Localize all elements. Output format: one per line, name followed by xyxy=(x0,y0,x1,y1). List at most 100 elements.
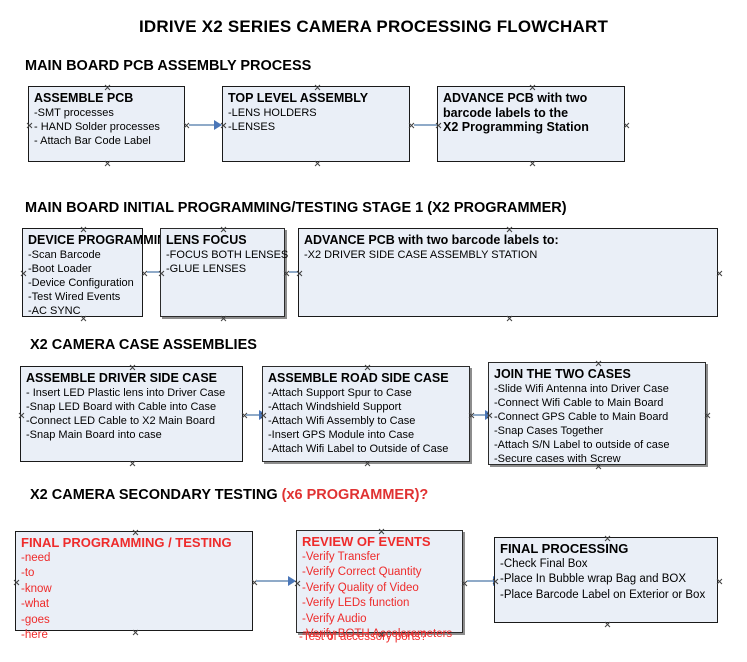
node-header: TOP LEVEL ASSEMBLY xyxy=(228,91,369,105)
node-line: -Check Final Box xyxy=(500,557,588,570)
resize-handle-bottom-icon[interactable] xyxy=(129,460,136,467)
resize-handle-bottom-icon[interactable] xyxy=(104,160,111,167)
node-line: -Device Configuration xyxy=(28,276,134,289)
node-assemble-road-side-case[interactable]: ASSEMBLE ROAD SIDE CASE -Attach Support … xyxy=(262,366,470,462)
node-line: -Slide Wifi Antenna into Driver Case xyxy=(494,382,669,395)
node-line: -Attach Wifi Label to Outside of Case xyxy=(268,442,449,455)
node-line: -Verify Audio xyxy=(302,612,367,625)
node-line: -to xyxy=(21,567,35,579)
node-line: -Attach Windshield Support xyxy=(268,400,402,413)
node-line: -know xyxy=(21,582,52,595)
section-heading-main-board-pcb-assembly-process: MAIN BOARD PCB ASSEMBLY PROCESS xyxy=(25,58,311,74)
node-line: -Connect LED Cable to X2 Main Board xyxy=(26,414,215,427)
section-heading-text: X2 CAMERA SECONDARY TESTING xyxy=(30,487,282,503)
section-heading-text: X2 CAMERA CASE ASSEMBLIES xyxy=(30,337,257,353)
node-assemble-driver-side-case[interactable]: ASSEMBLE DRIVER SIDE CASE - Insert LED P… xyxy=(20,366,243,462)
resize-handle-top-icon[interactable] xyxy=(220,226,227,233)
resize-handle-top-icon[interactable] xyxy=(314,84,321,91)
node-line: - HAND Solder processes xyxy=(34,120,160,133)
node-header: ADVANCE PCB with two xyxy=(443,91,588,105)
node-advance-pcb-to-x2-programming-station[interactable]: ADVANCE PCB with two barcode labels to t… xyxy=(437,86,625,162)
section-heading-x2-camera-secondary-testing: X2 CAMERA SECONDARY TESTING (x6 PROGRAMM… xyxy=(30,487,428,503)
node-assemble-pcb[interactable]: ASSEMBLE PCB -SMT processes - HAND Solde… xyxy=(28,86,185,162)
node-line: -Attach Support Spur to Case xyxy=(268,386,412,399)
node-advance-pcb-to-driver-side-case-assembly-station[interactable]: ADVANCE PCB with two barcode labels to: … xyxy=(298,228,718,317)
node-line: -Place In Bubble wrap Bag and BOX xyxy=(500,573,687,585)
node-line: -AC SYNC xyxy=(28,304,81,317)
node-line: -Test Wired Events xyxy=(28,290,121,303)
resize-handle-top-icon[interactable] xyxy=(529,84,536,91)
node-header: DEVICE PROGRAMMING xyxy=(28,233,176,247)
node-line: -Snap Cases Together xyxy=(494,424,604,437)
section-heading-text: MAIN BOARD PCB ASSEMBLY PROCESS xyxy=(25,58,312,74)
node-line: -Verify Quality of Video xyxy=(302,581,419,594)
node-lens-focus[interactable]: LENS FOCUS -FOCUS BOTH LENSES -GLUE LENS… xyxy=(160,226,289,317)
node-line: -Snap Main Board into case xyxy=(26,428,162,441)
resize-handle-top-icon[interactable] xyxy=(506,226,513,233)
page-title: IDRIVE X2 SERIES CAMERA PROCESSING FLOWC… xyxy=(138,17,609,36)
node-line: - Insert LED Plastic lens into Driver Ca… xyxy=(26,386,226,399)
node-line: -Attach S/N Label to outside of case xyxy=(494,438,670,451)
node-line: barcode labels to the xyxy=(443,105,569,120)
node-join-the-two-cases[interactable]: JOIN THE TWO CASES -Slide Wifi Antenna i… xyxy=(488,362,706,465)
resize-handle-left-icon[interactable] xyxy=(20,270,27,277)
connector-driver-side-to-road-side xyxy=(246,410,267,420)
node-header: FINAL PROGRAMMING / TESTING xyxy=(21,535,232,550)
resize-handle-right-icon[interactable] xyxy=(704,412,711,419)
resize-handle-right-icon[interactable] xyxy=(716,270,723,277)
node-line: -Insert GPS Module into Case xyxy=(268,428,415,441)
node-final-processing[interactable]: FINAL PROCESSING -Check Final Box -Place… xyxy=(494,537,718,623)
node-header: REVIEW OF EVENTS xyxy=(302,534,431,549)
connector-review-of-events-to-final-processing xyxy=(467,576,501,586)
node-line: -LENS HOLDERS xyxy=(228,106,317,119)
node-line: -Scan Barcode xyxy=(28,248,101,261)
node-line: -Secure cases with Screw xyxy=(494,452,621,465)
node-line: -need xyxy=(21,551,51,564)
resize-handle-bottom-icon[interactable] xyxy=(220,315,227,322)
resize-handle-left-icon[interactable] xyxy=(18,412,25,419)
node-header: ADVANCE PCB with two barcode labels to: xyxy=(304,233,559,247)
resize-handle-bottom-icon[interactable] xyxy=(364,460,371,467)
node-line: - Attach Bar Code Label xyxy=(34,134,151,147)
resize-handle-bottom-icon[interactable] xyxy=(314,160,321,167)
node-line: X2 Programming Station xyxy=(443,120,589,134)
resize-handle-top-icon[interactable] xyxy=(364,364,371,371)
resize-handle-top-icon[interactable] xyxy=(104,84,111,91)
node-line: -here xyxy=(21,629,48,641)
node-header: ASSEMBLE ROAD SIDE CASE xyxy=(268,371,449,385)
node-top-level-assembly[interactable]: TOP LEVEL ASSEMBLY -LENS HOLDERS -LENSES xyxy=(222,86,410,162)
node-header: FINAL PROCESSING xyxy=(500,541,629,556)
node-line: -Verify BOTH Accelerometers xyxy=(302,628,453,640)
node-header: ASSEMBLE DRIVER SIDE CASE xyxy=(26,371,218,385)
node-final-programming-testing[interactable]: FINAL PROGRAMMING / TESTING -need -to -k… xyxy=(13,531,253,641)
node-header: JOIN THE TWO CASES xyxy=(494,367,631,381)
resize-handle-right-icon[interactable] xyxy=(716,578,723,585)
node-device-programming[interactable]: DEVICE PROGRAMMING -Scan Barcode -Boot L… xyxy=(20,226,176,317)
resize-handle-bottom-icon[interactable] xyxy=(529,160,536,167)
section-heading-accent: (x6 PROGRAMMER)? xyxy=(281,487,429,503)
resize-handle-left-icon[interactable] xyxy=(26,122,33,129)
arrow-head-icon xyxy=(214,120,222,130)
node-line: -GLUE LENSES xyxy=(166,262,247,275)
node-line: -FOCUS BOTH LENSES xyxy=(166,248,289,261)
arrow-head-icon xyxy=(288,576,296,586)
resize-handle-right-icon[interactable] xyxy=(623,122,630,129)
resize-handle-left-icon[interactable] xyxy=(13,579,20,586)
node-line: -Place Barcode Label on Exterior or Box xyxy=(500,588,706,601)
resize-handle-bottom-icon[interactable] xyxy=(604,621,611,628)
resize-handle-top-icon[interactable] xyxy=(80,226,87,233)
resize-handle-top-icon[interactable] xyxy=(595,360,602,367)
node-line: -Connect GPS Cable to Main Board xyxy=(494,410,669,423)
node-line: -LENSES xyxy=(228,120,276,133)
node-line: -Attach Wifi Assembly to Case xyxy=(268,414,416,427)
node-line: -Connect Wifi Cable to Main Board xyxy=(494,396,664,409)
node-line: -Snap LED Board with Cable into Case xyxy=(26,400,217,413)
node-header: ASSEMBLE PCB xyxy=(34,91,134,105)
node-line: -goes xyxy=(21,613,50,626)
node-line-overflow-review-of-events: -Test of accessory ports? xyxy=(299,631,427,643)
resize-handle-top-icon[interactable] xyxy=(129,364,136,371)
resize-handle-bottom-icon[interactable] xyxy=(506,315,513,322)
connector-assemble-pcb-to-top-level-assembly xyxy=(189,120,222,130)
node-review-of-events[interactable]: REVIEW OF EVENTS -Verify Transfer -Verif… xyxy=(296,530,463,640)
